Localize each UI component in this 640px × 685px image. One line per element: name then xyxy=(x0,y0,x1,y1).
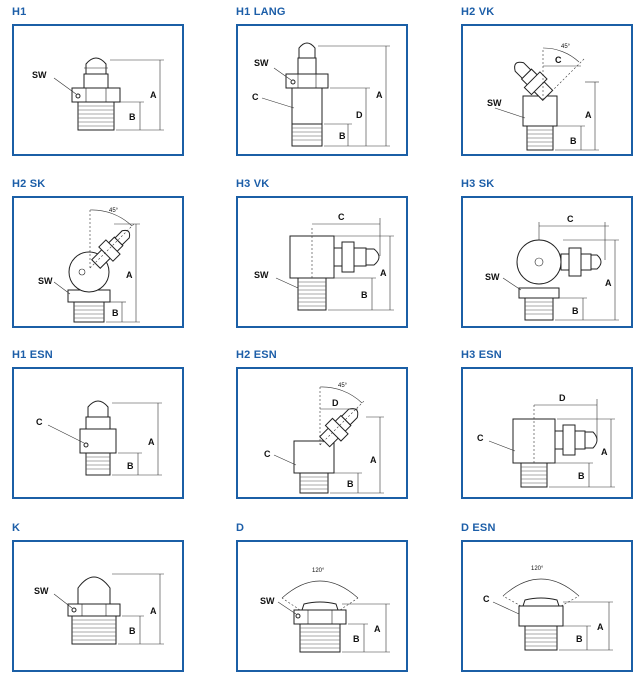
dim-label-b: B xyxy=(578,471,585,481)
fitting-drawing-panel: 45° D C A B xyxy=(236,367,408,499)
angle-label: 45° xyxy=(561,44,571,50)
dim-label-b: B xyxy=(112,308,119,318)
fitting-title: H2 ESN xyxy=(236,349,277,361)
fitting-drawing-panel: SW A B xyxy=(12,24,184,156)
fitting-title: H2 VK xyxy=(461,6,495,18)
label-sw: SW xyxy=(38,276,53,286)
fitting-drawing-panel: C SW A B xyxy=(461,196,633,328)
label-c: C xyxy=(36,417,43,427)
dim-label-b: B xyxy=(353,634,360,644)
fitting-drawing-panel: 45° C SW A B xyxy=(461,24,633,156)
fitting-drawing-panel: SW A B xyxy=(12,540,184,672)
angle90-fitting-drawing: C SW A B xyxy=(254,212,394,311)
flat-esn-fitting-drawing: 120° C A B xyxy=(483,566,613,651)
label-sw: SW xyxy=(485,272,500,282)
flat-fitting-drawing: 120° SW A B xyxy=(260,568,390,653)
label-c: C xyxy=(477,433,484,443)
label-sw: SW xyxy=(254,58,269,68)
fitting-title: H1 ESN xyxy=(12,349,53,361)
dim-label-c: C xyxy=(338,212,345,222)
angle-label: 45° xyxy=(338,383,348,389)
fitting-drawing-panel: 45° SW A B xyxy=(12,196,184,328)
straight-fitting-drawing: SW A B xyxy=(32,57,164,131)
dim-label-b: B xyxy=(129,112,136,122)
dim-label-b: B xyxy=(347,479,354,489)
dim-label-c: C xyxy=(555,55,562,65)
dim-label-b: B xyxy=(127,461,134,471)
dim-label-a: A xyxy=(585,110,592,120)
fitting-title: K xyxy=(12,522,21,534)
dim-label-a: A xyxy=(601,447,608,457)
label-sw: SW xyxy=(254,270,269,280)
fitting-drawing-panel: D C A B xyxy=(461,367,633,499)
dim-label-b: B xyxy=(576,634,583,644)
angle45-esn-fitting-drawing: 45° D C A B xyxy=(264,383,384,494)
cap-fitting-drawing: SW A B xyxy=(34,573,164,645)
fitting-title: H3 ESN xyxy=(461,349,502,361)
label-sw: SW xyxy=(32,70,47,80)
dim-label-a: A xyxy=(376,90,383,100)
dim-label-b: B xyxy=(361,290,368,300)
fitting-drawing-panel: 120° C A B xyxy=(461,540,633,672)
label-sw: SW xyxy=(487,98,502,108)
fitting-drawing-panel: 120° SW A B xyxy=(236,540,408,672)
ball90-fitting-drawing: C SW A B xyxy=(485,214,619,321)
dim-label-d: D xyxy=(356,110,363,120)
dim-label-a: A xyxy=(150,606,157,616)
ball45-fitting-drawing: 45° SW A B xyxy=(38,208,140,323)
dim-label-a: A xyxy=(380,268,387,278)
dim-label-b: B xyxy=(570,136,577,146)
label-c: C xyxy=(264,449,271,459)
dim-label-d: D xyxy=(559,393,566,403)
dim-label-a: A xyxy=(597,622,604,632)
fitting-title: H2 SK xyxy=(12,178,46,190)
dim-label-a: A xyxy=(605,278,612,288)
angle90-esn-fitting-drawing: D C A B xyxy=(477,393,615,488)
dim-label-b: B xyxy=(339,131,346,141)
label-c: C xyxy=(483,594,490,604)
dim-label-a: A xyxy=(148,437,155,447)
fitting-title: H3 SK xyxy=(461,178,495,190)
fitting-drawing-panel: SW C A B D xyxy=(236,24,408,156)
dim-label-a: A xyxy=(126,270,133,280)
angle45-fitting-drawing: 45° C SW A B xyxy=(487,44,599,151)
dim-label-b: B xyxy=(572,306,579,316)
angle-label: 120° xyxy=(312,568,325,574)
straight-esn-fitting-drawing: C A B xyxy=(36,400,162,476)
dim-label-c: C xyxy=(567,214,574,224)
angle-label: 45° xyxy=(109,208,119,214)
label-c: C xyxy=(252,92,259,102)
dim-label-a: A xyxy=(150,90,157,100)
dim-label-b: B xyxy=(129,626,136,636)
dim-label-a: A xyxy=(374,624,381,634)
fitting-title: H1 LANG xyxy=(236,6,286,18)
fitting-title: D ESN xyxy=(461,522,496,534)
fitting-title: H1 xyxy=(12,6,27,18)
fitting-title: H3 VK xyxy=(236,178,270,190)
label-sw: SW xyxy=(260,596,275,606)
fitting-title: D xyxy=(236,522,245,534)
long-fitting-drawing: SW C A B D xyxy=(252,42,390,147)
dim-label-a: A xyxy=(370,455,377,465)
dim-label-d: D xyxy=(332,398,339,408)
angle-label: 120° xyxy=(531,566,544,572)
label-sw: SW xyxy=(34,586,49,596)
fitting-drawing-panel: C SW A B xyxy=(236,196,408,328)
fitting-drawing-panel: C A B xyxy=(12,367,184,499)
